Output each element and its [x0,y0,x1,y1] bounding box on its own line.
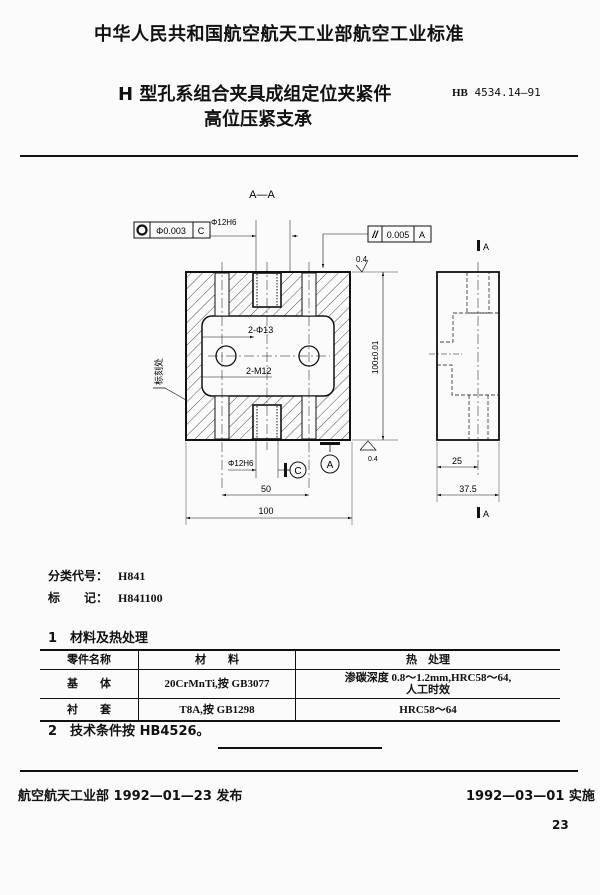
bore-label-top: Φ12H6 [211,218,237,227]
dimension-25: 25 [452,456,462,466]
section-1-heading: 1 材料及热处理 [48,631,149,646]
cut-marker-bottom-icon [477,507,480,518]
column-header-material: 材 料 [138,650,296,670]
roughness-top: 0.4 [356,255,368,264]
standard-code: HB 4534.14—91 [452,86,541,99]
organization-title: 中华人民共和国航空航天工业部航空工业标准 [94,24,464,45]
column-header-heat-treatment: 热 处理 [295,650,560,670]
front-section-view [185,262,351,490]
table-header-row: 零件名称 材 料 热 处理 [40,650,560,670]
svg-text:C: C [198,226,205,236]
bore-label-bottom: Φ12H6 [228,459,254,468]
concentricity-icon [136,224,148,236]
dimension-37-5: 37.5 [459,484,477,494]
parallelism-icon: // [371,230,379,241]
standard-subtitle: 高位压紧支承 [204,109,312,130]
section-2-text: 2 技术条件按 HB4526。 [48,724,210,739]
height-dimension: 100±0.01 [371,340,380,374]
column-header-part: 零件名称 [67,653,111,666]
hole-label-thread: 2-M12 [246,366,272,376]
roughness-bottom: 0.4 [368,456,378,463]
cut-marker-top-icon [477,240,480,251]
parallelism-tolerance-frame: // 0.005 A [367,225,432,243]
table-row: 衬 套 T8A,按 GB1298 HRC58～64 [40,698,560,721]
concentricity-tolerance-frame: Φ0.003 C [133,221,211,239]
cell-part: 基 体 [40,669,139,699]
materials-table: 零件名称 材 料 热 处理 基 体 20CrMnTi,按 GB3077 渗碳深度… [40,649,560,722]
svg-text:A: A [419,230,425,240]
page-number: 23 [552,818,569,832]
datum-c-label: C [294,466,301,477]
table-row: 基 体 20CrMnTi,按 GB3077 渗碳深度 0.8～1.2mm,HRC… [40,669,560,699]
dimension-50: 50 [261,484,271,494]
cut-label-top: A [483,242,489,252]
standard-title: H 型孔系组合夹具成组定位夹紧件 [118,84,392,105]
end-rule [218,747,382,749]
svg-text:Φ0.003: Φ0.003 [156,226,186,236]
standard-code-number: 4534.14—91 [474,86,541,99]
section-label: A—A [249,189,275,201]
hole-label-through: 2-Φ13 [248,325,273,335]
side-view [429,262,500,475]
cell-material: T8A,按 GB1298 [138,698,296,721]
footer-rule [20,770,578,772]
header-rule [20,155,578,157]
datum-a-label: A [327,460,334,471]
cell-part: 衬 套 [40,698,139,721]
issue-date: 航空航天工业部 1992—01—23 发布 [18,789,243,804]
effective-date: 1992—03—01 实施 [466,789,595,804]
classification-code: 分类代号：H841 [48,569,146,583]
cell-heat-treatment: 渗碳深度 0.8～1.2mm,HRC58～64, 人工时效 [295,669,560,699]
svg-text:0.005: 0.005 [387,230,410,240]
technical-drawing: A—A Φ0.003 C Φ12H6 // 0.005 A 0.4 [133,189,500,525]
marking-location-label: 标刻处 [153,358,164,385]
cut-label-bottom: A [483,509,489,519]
cell-material: 20CrMnTi,按 GB3077 [138,669,296,699]
standard-code-prefix: HB [452,87,468,99]
cell-heat-treatment: HRC58～64 [295,698,560,721]
marking-code: 标 记：H841100 [48,591,163,605]
dimension-100: 100 [258,506,273,516]
